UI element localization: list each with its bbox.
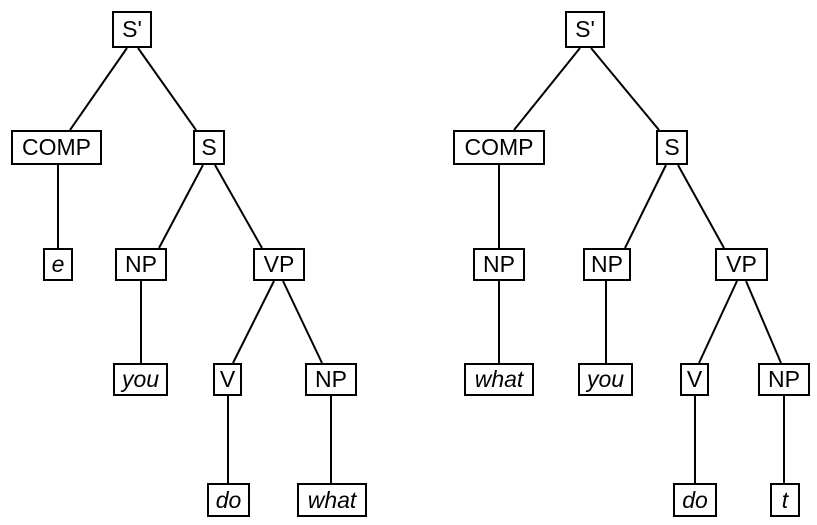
tree-node-l-do: do xyxy=(207,483,250,517)
tree-node-r-t: t xyxy=(770,483,800,517)
tree-node-r-do: do xyxy=(673,483,717,517)
tree-edge xyxy=(698,280,738,364)
tree-edge xyxy=(590,47,660,131)
tree-edge xyxy=(69,47,128,131)
tree-node-l-you: you xyxy=(113,363,168,396)
tree-edge xyxy=(158,164,204,249)
tree-edge xyxy=(214,164,263,249)
tree-edge xyxy=(282,280,323,364)
tree-node-l-vp: VP xyxy=(253,248,305,281)
tree-node-r-vp: VP xyxy=(715,248,768,281)
tree-edge xyxy=(677,164,725,249)
tree-edge xyxy=(513,47,581,131)
tree-node-l-sbar: S' xyxy=(112,11,152,48)
tree-edge xyxy=(232,280,275,364)
tree-node-r-np0: NP xyxy=(473,248,525,281)
tree-node-r-np1: NP xyxy=(583,248,631,281)
tree-edge xyxy=(137,47,197,131)
tree-node-l-s: S xyxy=(193,130,225,165)
tree-node-l-v: V xyxy=(213,363,242,396)
tree-node-r-you: you xyxy=(578,363,633,396)
tree-node-r-s: S xyxy=(656,130,688,165)
tree-node-l-what: what xyxy=(297,483,367,517)
tree-node-l-np1: NP xyxy=(115,248,167,281)
tree-edge xyxy=(745,280,782,364)
tree-node-r-comp: COMP xyxy=(453,130,545,165)
tree-node-r-np2: NP xyxy=(758,363,810,396)
tree-edge xyxy=(624,164,667,249)
tree-node-l-comp: COMP xyxy=(11,130,102,165)
tree-node-r-what: what xyxy=(464,363,534,396)
tree-node-r-sbar: S' xyxy=(565,11,605,48)
tree-node-r-v: V xyxy=(680,363,709,396)
tree-node-l-np2: NP xyxy=(305,363,357,396)
tree-node-l-e: e xyxy=(43,248,73,281)
